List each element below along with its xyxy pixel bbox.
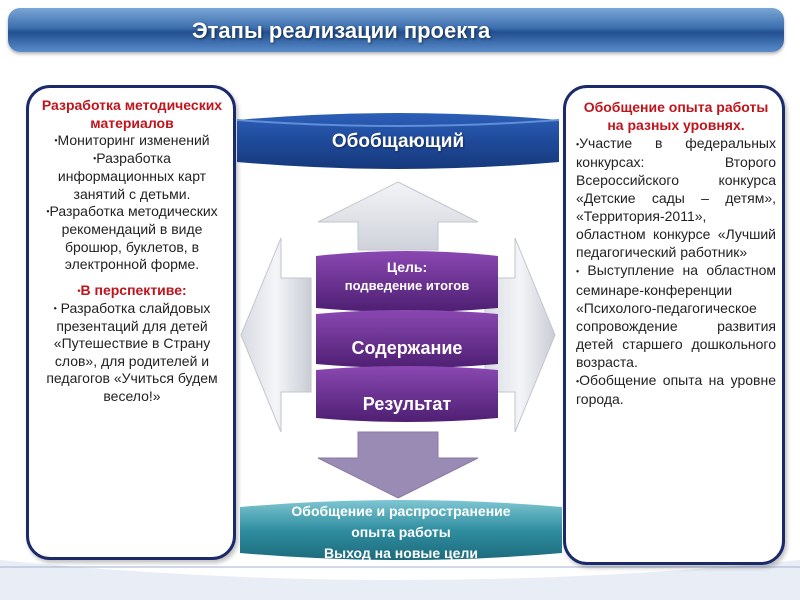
four-way-arrows: [240, 181, 556, 499]
bottom-line-2: опыта работы: [351, 524, 451, 540]
bottom-band: [240, 500, 562, 560]
left-item: •Мониторинг изменений: [54, 132, 210, 148]
perspective-heading-text: В перспективе:: [80, 281, 187, 298]
right-item-text: Участие в федеральных конкурсах: Второго…: [576, 135, 776, 261]
right-item: •Участие в федеральных конкурсах: Второг…: [576, 135, 776, 261]
right-heading: Обобщение опыта работы на разных уровнях…: [583, 99, 769, 133]
left-item: •Разработка методических рекомендаций в …: [46, 203, 218, 273]
perspective-heading: •В перспективе:: [77, 281, 187, 298]
left-panel: [26, 85, 236, 560]
right-item-text: Выступление на областном семинаре-конфер…: [576, 262, 776, 370]
goal-label: Цель:: [386, 259, 428, 275]
page-title: Этапы реализации проекта: [192, 18, 491, 43]
left-item-text: Мониторинг изменений: [57, 132, 210, 148]
goal-text: подведение итогов: [344, 278, 470, 293]
right-panel: [563, 85, 785, 565]
left-item-text: Разработка информационных карт занятий с…: [57, 150, 207, 202]
result-label: Результат: [362, 394, 452, 414]
perspective-item: • Разработка слайдовых презентаций для д…: [46, 299, 218, 404]
top-cylinder-band: [237, 113, 559, 169]
left-panel-content: Разработка методических материалов •Мони…: [34, 97, 230, 405]
right-item-text: Обобщение опыта на уровне города.: [576, 371, 776, 407]
title-bar: [8, 8, 784, 52]
left-heading: Разработка методических материалов: [41, 97, 223, 131]
left-arrow: [240, 237, 312, 433]
down-arrow: [317, 431, 479, 499]
perspective-item-text: Разработка слайдовых презентаций для дет…: [46, 299, 218, 404]
top-cylinder-label: Обобщающий: [331, 131, 465, 152]
right-item: • Выступление на областном семинаре-конф…: [576, 262, 776, 370]
center-stack: [316, 251, 498, 422]
left-item-text: Разработка методических рекомендаций в в…: [49, 203, 218, 273]
right-panel-content: Обобщение опыта работы на разных уровнях…: [576, 98, 776, 408]
content-label: Содержание: [351, 338, 463, 358]
up-arrow: [317, 181, 479, 251]
left-item: •Разработка информационных карт занятий …: [57, 150, 207, 202]
bottom-line-1: Обобщение и распространение: [291, 503, 511, 519]
right-item: •Обобщение опыта на уровне города.: [576, 371, 776, 407]
bottom-line-3: Выход на новые цели: [324, 545, 478, 561]
